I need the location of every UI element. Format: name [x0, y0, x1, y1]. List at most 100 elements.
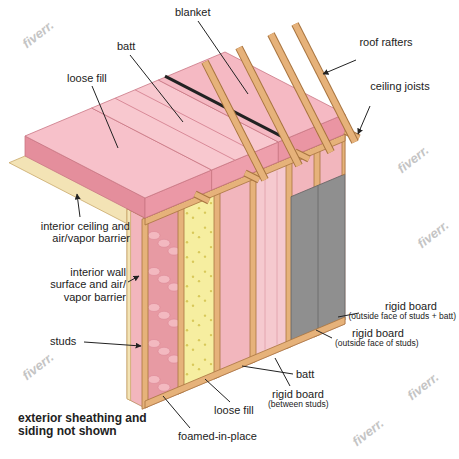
part-label: rigid board — [385, 300, 437, 312]
stud — [178, 202, 184, 395]
fill-texture — [186, 329, 188, 331]
board-seam — [265, 176, 266, 350]
foam-texture — [158, 347, 170, 355]
part-label: loose fill — [67, 72, 107, 84]
fill-texture — [204, 226, 206, 228]
fill-texture — [204, 270, 206, 272]
part-label: interior wall surface and air/ vapor bar… — [38, 266, 126, 303]
leader-line — [128, 276, 139, 282]
fill-texture — [198, 280, 200, 282]
watermark: fiverr. — [415, 218, 452, 251]
fill-texture — [210, 334, 212, 336]
bottom-plate — [145, 317, 345, 408]
leader-line — [84, 342, 141, 346]
leader-line — [198, 21, 248, 94]
fill-texture — [186, 256, 188, 258]
board-seam — [318, 185, 319, 331]
foam-texture — [148, 375, 160, 383]
foam-texture — [158, 239, 170, 247]
rafter — [271, 34, 331, 152]
fill-texture — [198, 339, 200, 341]
stud — [142, 217, 148, 410]
leader-line — [163, 396, 190, 428]
illustration — [9, 24, 359, 409]
leader-line — [130, 55, 183, 122]
part-label: batt — [117, 40, 135, 52]
part-label: (between studs) — [268, 400, 328, 410]
part-label: ceiling joists — [370, 80, 430, 92]
loose-fill-bay — [181, 188, 217, 393]
watermark: fiverr. — [405, 370, 442, 403]
part-label: rigid board — [352, 327, 404, 339]
joist-end — [245, 173, 259, 180]
board-seam — [277, 171, 278, 345]
foam-bay — [145, 203, 181, 408]
foam-texture — [148, 231, 160, 239]
watermark: fiverr. — [395, 143, 432, 176]
rafter — [295, 24, 355, 142]
part-label: interior ceiling and air/vapor barrier — [30, 220, 130, 245]
fill-texture — [192, 319, 194, 321]
foam-texture — [148, 339, 160, 347]
fill-texture — [198, 207, 200, 209]
fill-texture — [186, 373, 188, 375]
joist-end — [195, 194, 209, 201]
fill-texture — [186, 212, 188, 214]
fill-texture — [210, 275, 212, 277]
stud — [214, 187, 220, 380]
fill-texture — [198, 251, 200, 253]
leader-line — [205, 379, 230, 402]
part-label: foamed-in-place — [178, 430, 257, 442]
fill-texture — [204, 314, 206, 316]
fill-texture — [210, 363, 212, 365]
foam-texture — [158, 311, 170, 319]
fill-texture — [204, 211, 206, 213]
fill-texture — [210, 319, 212, 321]
fill-texture — [192, 216, 194, 218]
batt-bay — [217, 173, 253, 378]
part-label: rigid board — [272, 388, 324, 400]
part-label: loose fill — [214, 404, 254, 416]
fill-texture — [192, 304, 194, 306]
leader-line — [92, 86, 118, 148]
rigid-between-bay — [253, 158, 289, 363]
leader-line — [77, 194, 80, 217]
fill-texture — [192, 348, 194, 350]
fill-texture — [210, 231, 212, 233]
fill-texture — [186, 285, 188, 287]
fill-texture — [198, 236, 200, 238]
watermark: fiverr. — [20, 18, 57, 51]
part-label: (outside face of studs) — [335, 339, 419, 349]
leader-line — [242, 366, 293, 374]
fill-texture — [204, 358, 206, 360]
fill-texture — [210, 246, 212, 248]
foam-texture — [148, 303, 160, 311]
part-label: exterior sheathing and siding not shown — [18, 412, 168, 439]
part-label: studs — [50, 335, 76, 347]
fill-texture — [192, 275, 194, 277]
joist-end — [195, 194, 209, 201]
foam-texture — [158, 275, 170, 283]
fill-texture — [210, 202, 212, 204]
fill-texture — [210, 290, 212, 292]
foam-texture — [148, 267, 160, 275]
part-label: roof rafters — [358, 36, 414, 48]
fill-texture — [198, 324, 200, 326]
rigid-board-panel — [291, 174, 345, 343]
leader-line — [323, 60, 356, 74]
fill-texture — [204, 343, 206, 345]
fill-texture — [186, 344, 188, 346]
fill-texture — [192, 260, 194, 262]
watermark: fiverr. — [20, 350, 57, 383]
fill-texture — [186, 300, 188, 302]
part-label: batt — [296, 368, 314, 380]
rafter — [271, 34, 331, 152]
leader-line — [358, 106, 370, 134]
fill-texture — [198, 295, 200, 297]
fill-texture — [204, 299, 206, 301]
watermark: fiverr. — [350, 416, 387, 449]
foam-texture — [158, 383, 170, 391]
joist-end — [245, 173, 259, 180]
stud — [250, 171, 256, 364]
